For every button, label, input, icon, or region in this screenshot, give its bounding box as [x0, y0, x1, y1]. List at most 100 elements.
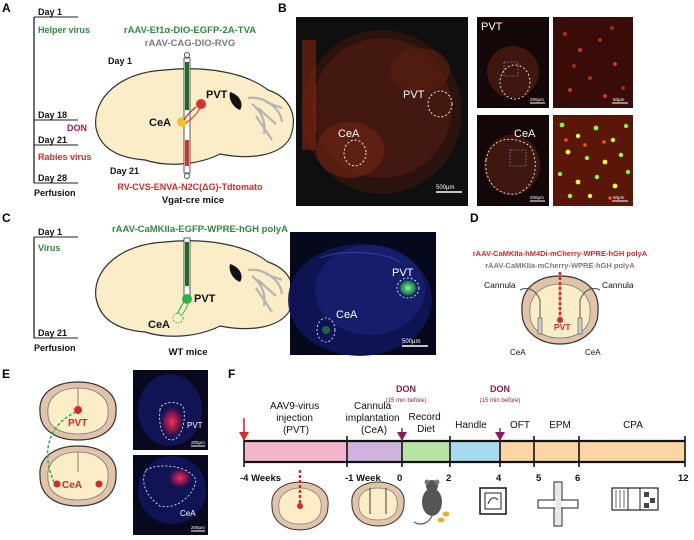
b-cea-label: CeA	[338, 128, 360, 140]
panel-d: D rAAV-CaMKIIa-hM4Di-mCherry-WPRE-hGH po…	[470, 211, 648, 357]
a-day28: Day 28	[38, 173, 67, 183]
e-cea-label: CeA	[62, 480, 82, 491]
a-day21: Day 21	[38, 135, 67, 145]
panel-c-letter: C	[2, 211, 11, 225]
c-cea-label: CeA	[148, 319, 170, 331]
f-don2: DON	[490, 384, 510, 394]
f-seg-cpa	[579, 441, 685, 462]
a-day18: Day 18	[38, 110, 67, 120]
a-mouse-label: Vgat-cre mice	[162, 195, 224, 206]
a-perfusion: Perfusion	[34, 188, 76, 198]
mouse-icon	[413, 479, 450, 525]
c-mouse-label: WT mice	[168, 347, 207, 358]
panel-a-letter: A	[2, 1, 11, 15]
f-tick-6: 6	[575, 473, 580, 484]
b-pvt-label: PVT	[403, 89, 425, 101]
panel-d-letter: D	[470, 211, 479, 225]
f-cannula-line3: (CeA)	[361, 425, 387, 436]
f-seg-aav	[244, 441, 347, 462]
b-scale-small1: 200μm	[530, 97, 544, 102]
c-virus-label: Virus	[38, 243, 60, 253]
b-inset-pvt-label: PVT	[481, 21, 503, 33]
f-timeline-segments	[244, 441, 685, 462]
f-tick-0: -4 Weeks	[240, 473, 281, 484]
b-dots-top	[563, 26, 625, 98]
e-scale1: 200μm	[191, 440, 205, 445]
a-cea-label: CeA	[149, 117, 171, 129]
f-record-line1: Record	[408, 412, 440, 423]
a-don-label: DON	[67, 123, 87, 133]
f-aav-line1: AAV9-virus	[270, 401, 319, 412]
panel-f-letter: F	[228, 367, 235, 381]
e-img-pvt-label: PVT	[187, 421, 203, 430]
f-cannula-line2: implantation	[346, 413, 400, 424]
c-day21: Day 21	[38, 328, 67, 338]
f-seg-cannula	[347, 441, 402, 462]
f-tick-1: -1 Week	[345, 473, 381, 484]
b-inset-cea-label: CeA	[514, 128, 536, 140]
c-virus-green: rAAV-CaMKIIa-EGFP-WPRE-hGH polyA	[112, 224, 288, 235]
f-aav-label: AAV9-virus injection (PVT)	[270, 401, 322, 436]
place-aversion-box-icon	[611, 487, 659, 511]
b-scale-small2: 50μm	[613, 97, 625, 102]
b-scale-small4: 50μm	[613, 195, 625, 200]
c-brain-sagittal	[95, 240, 294, 337]
panel-f: F AAV9-virus in	[228, 367, 689, 531]
c-pvt-label: PVT	[194, 293, 216, 305]
f-seg-oft	[500, 441, 534, 462]
b-scale-small3: 200μm	[530, 195, 544, 200]
e-brain-bottom	[39, 445, 117, 507]
panel-e-letter: E	[2, 367, 10, 381]
panel-b: B PVT CeA 500μm PVT 200μm 50μm	[278, 1, 633, 206]
f-record-line2: Diet	[417, 424, 435, 435]
f-handle-label: Handle	[455, 420, 487, 431]
a-virus-gray: rAAV-CAG-DIO-RVG	[145, 38, 235, 49]
f-seg-handle	[450, 441, 500, 462]
d-cea-left: CeA	[510, 348, 526, 357]
f-cpa-label: CPA	[623, 420, 643, 431]
c-img-cea-label: CeA	[336, 309, 358, 321]
d-virus-gray: rAAV-CaMKIIa-mCherry-WPRE-hGH polyA	[485, 261, 635, 270]
panel-c: C Day 1 Virus Day 21 Perfusion rAAV-CaMK…	[2, 211, 436, 358]
e-img-cea-label: CeA	[180, 509, 196, 518]
a-inj-day21: Day 21	[110, 166, 139, 176]
f-seg-epm	[534, 441, 579, 462]
f-tick-3: 2	[446, 473, 451, 484]
f-brain-injection	[271, 470, 329, 531]
c-scale: 500μm	[402, 339, 420, 345]
f-seg-record	[402, 441, 450, 462]
open-field-icon	[479, 487, 507, 515]
f-tick-4: 4	[496, 473, 502, 484]
f-brain-cannula	[351, 481, 405, 527]
c-img-pvt-label: PVT	[392, 267, 414, 279]
f-aav-line2: injection	[276, 413, 313, 424]
f-don1: DON	[396, 384, 416, 394]
a-day1: Day 1	[38, 7, 62, 17]
f-don2-sub: (15 min before)	[480, 398, 521, 404]
e-brain-top	[39, 381, 117, 441]
e-scale2: 200μm	[191, 525, 205, 530]
a-brain-sagittal	[95, 68, 294, 165]
elevated-plus-maze-icon	[537, 481, 579, 527]
b-dots-bottom	[557, 122, 631, 200]
a-pvt-label: PVT	[206, 89, 228, 101]
f-aav-line3: (PVT)	[283, 425, 309, 436]
f-cannula-line1: Cannula	[354, 401, 392, 412]
panel-e: E PVT CeA PVT 200μm CeA 200μm	[2, 367, 208, 535]
f-tick-2: 0	[397, 473, 402, 484]
e-pvt-label: PVT	[68, 418, 87, 429]
d-pvt-label: PVT	[554, 322, 571, 332]
f-oft-label: OFT	[510, 420, 530, 431]
f-don1-sub: (15 min before)	[386, 398, 427, 404]
d-cea-right: CeA	[585, 348, 601, 357]
panel-b-letter: B	[278, 1, 287, 15]
a-helper-label: Helper virus	[38, 25, 90, 35]
a-inj-day1: Day 1	[108, 56, 132, 66]
d-cannula-left: Cannula	[484, 280, 516, 290]
f-tick-7: 12	[678, 473, 689, 484]
a-rabies-label: Rabies virus	[38, 152, 92, 162]
d-cannula-right: Cannula	[602, 280, 634, 290]
c-day1: Day 1	[38, 227, 62, 237]
panel-a: A Day 1 Helper virus Day 18 DON Day 21 R…	[2, 1, 294, 206]
